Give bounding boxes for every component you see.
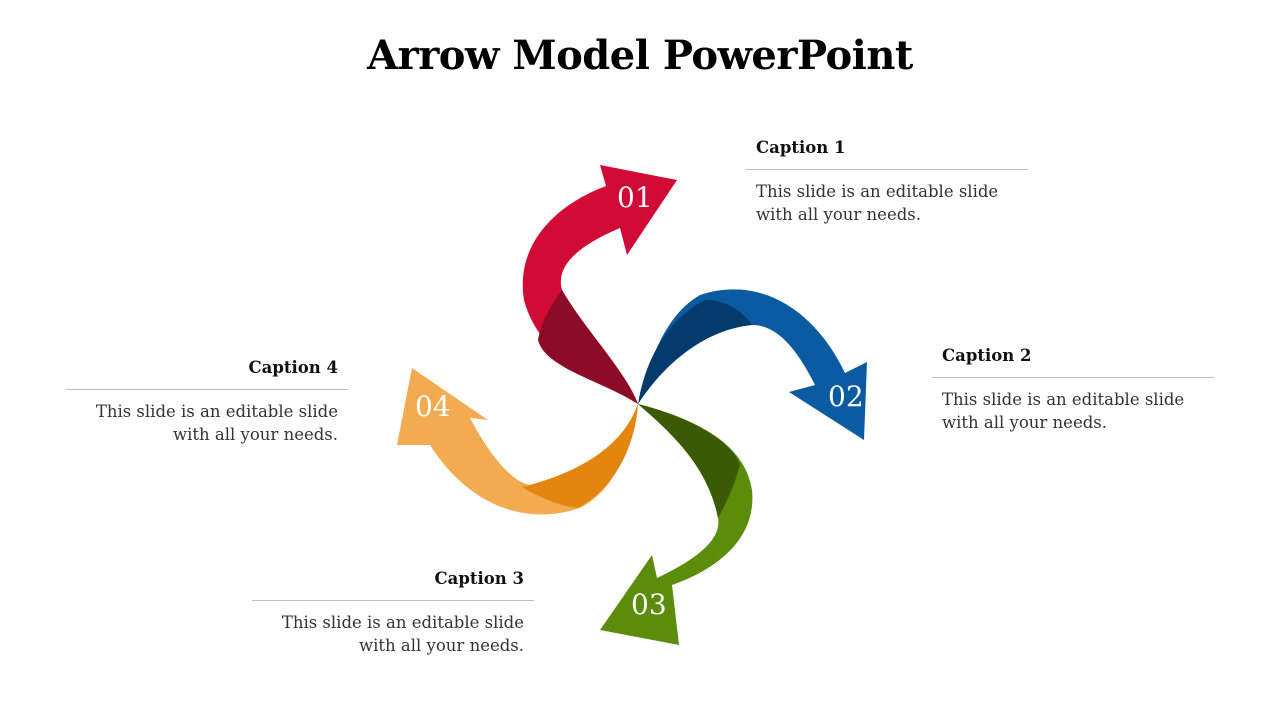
caption-4: Caption 4 This slide is an editable slid… bbox=[66, 358, 348, 446]
caption-3-text: This slide is an editable slide with all… bbox=[252, 601, 534, 657]
caption-3-title: Caption 3 bbox=[252, 569, 534, 601]
arrow-04-fold bbox=[522, 404, 638, 508]
arrow-01: 01 bbox=[522, 165, 677, 404]
caption-2-title: Caption 2 bbox=[932, 346, 1214, 378]
caption-2-text: This slide is an editable slide with all… bbox=[932, 378, 1214, 434]
arrow-01-number: 01 bbox=[617, 181, 653, 214]
caption-4-line-2: with all your needs. bbox=[173, 425, 338, 444]
caption-1-line-2: with all your needs. bbox=[756, 205, 921, 224]
caption-3-line-1: This slide is an editable slide bbox=[281, 613, 524, 632]
arrow-02-fold bbox=[638, 300, 752, 404]
caption-4-line-1: This slide is an editable slide bbox=[95, 402, 338, 421]
arrow-04: 04 bbox=[397, 368, 638, 515]
arrow-01-fold bbox=[538, 290, 638, 404]
caption-2-line-1: This slide is an editable slide bbox=[942, 390, 1185, 409]
arrow-02: 02 bbox=[638, 289, 867, 440]
arrow-02-number: 02 bbox=[828, 380, 864, 413]
caption-1-text: This slide is an editable slide with all… bbox=[746, 170, 1028, 226]
arrow-03-number: 03 bbox=[631, 588, 667, 621]
caption-1: Caption 1 This slide is an editable slid… bbox=[746, 138, 1028, 226]
caption-3: Caption 3 This slide is an editable slid… bbox=[252, 569, 534, 657]
arrow-04-number: 04 bbox=[415, 390, 451, 423]
arrow-03-fold bbox=[638, 404, 740, 518]
caption-1-title: Caption 1 bbox=[746, 138, 1028, 170]
caption-3-line-2: with all your needs. bbox=[359, 636, 524, 655]
caption-4-text: This slide is an editable slide with all… bbox=[66, 390, 348, 446]
arrow-03: 03 bbox=[600, 404, 753, 645]
caption-4-title: Caption 4 bbox=[66, 358, 348, 390]
caption-2: Caption 2 This slide is an editable slid… bbox=[932, 346, 1214, 434]
caption-1-line-1: This slide is an editable slide bbox=[756, 182, 999, 201]
page-title: Arrow Model PowerPoint bbox=[367, 32, 913, 79]
caption-2-line-2: with all your needs. bbox=[942, 413, 1107, 432]
